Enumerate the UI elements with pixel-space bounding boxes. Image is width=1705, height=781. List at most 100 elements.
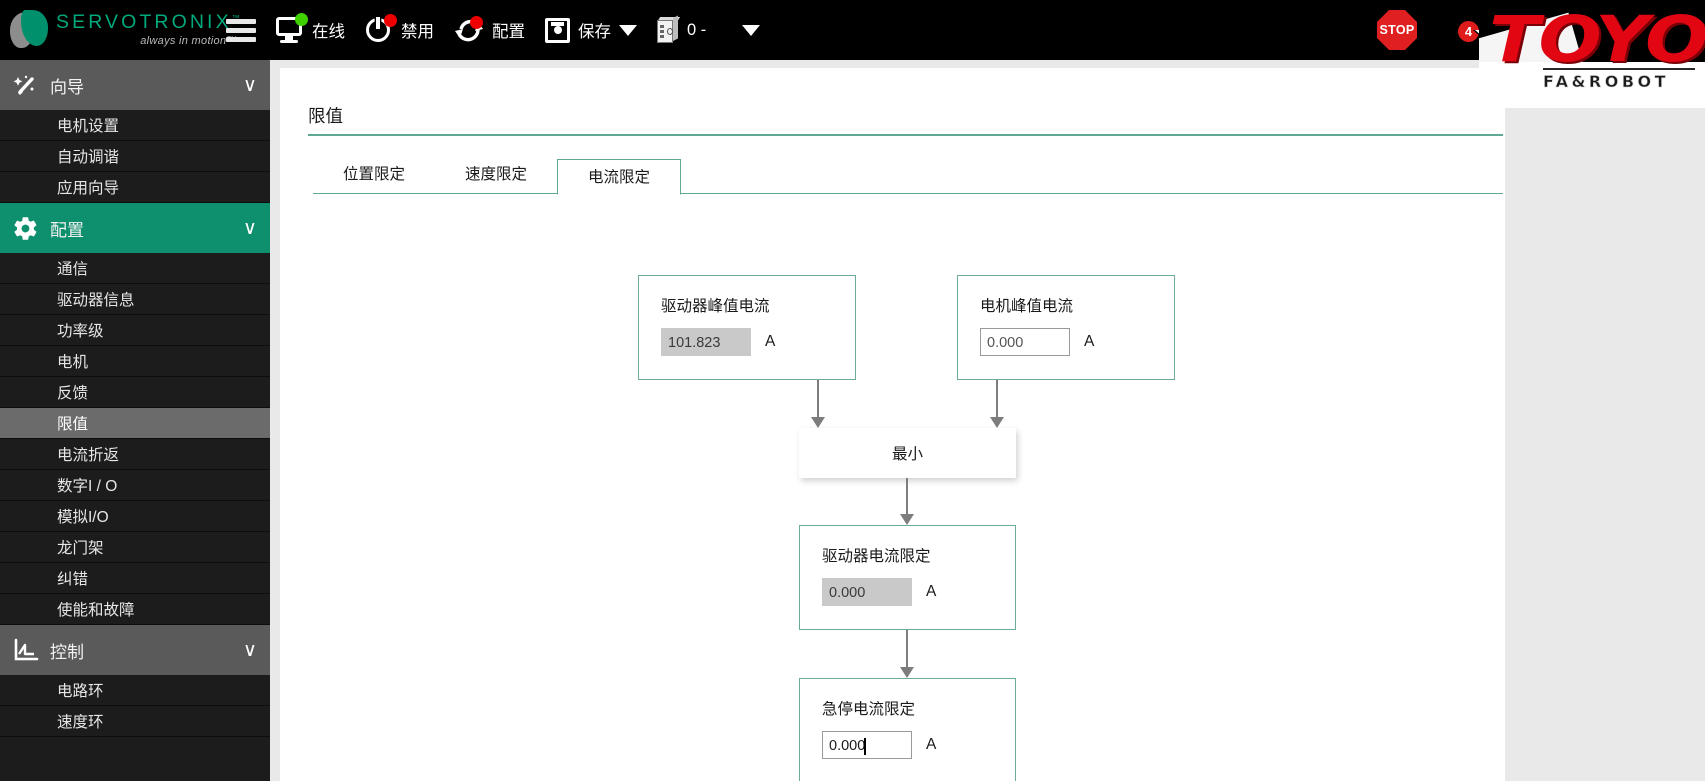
estop-current-limit-value: 0.000	[829, 738, 866, 754]
motor-peak-current-node: 电机峰值电流 0.000 A	[957, 275, 1175, 380]
sidebar-item-motor[interactable]: 电机	[0, 346, 270, 377]
save-label: 保存	[578, 23, 611, 41]
sidebar-item-label: 龙门架	[57, 540, 104, 557]
min-node: 最小	[799, 428, 1016, 478]
chevron-down-icon[interactable]	[619, 24, 637, 36]
estop-current-limit-input[interactable]: 0.000	[822, 731, 912, 759]
estop-current-limit-unit: A	[926, 736, 937, 753]
sidebar-item-label: 电流折返	[57, 447, 120, 464]
menu-toggle-button[interactable]	[216, 0, 266, 60]
sidebar-group-label: 控制	[50, 642, 84, 662]
motor-peak-current-label: 电机峰值电流	[980, 298, 1074, 315]
drive-current-limit-node: 驱动器电流限定 0.000 A	[799, 525, 1016, 630]
toyo-oem-logo: TOYO FA&ROBOT	[1479, 0, 1705, 108]
sidebar-item-label: 限值	[57, 416, 89, 433]
sidebar-item-label: 使能和故障	[57, 602, 135, 619]
sidebar-item-label: 功率级	[57, 323, 104, 340]
limits-panel: 限值 位置限定 速度限定 电流限定 驱动器峰值电流 101.823 A 电机峰值…	[280, 68, 1505, 781]
chevron-down-icon[interactable]: ∨	[243, 217, 257, 239]
sidebar-item-analog-io[interactable]: 模拟I/O	[0, 501, 270, 532]
drive-select-label: 0 -	[687, 20, 707, 39]
servotronix-logo: SERVOTRONIX™ always in motion™	[8, 9, 240, 51]
hamburger-icon	[226, 18, 256, 42]
drive-icon	[657, 15, 681, 43]
drive-current-limit-unit: A	[926, 583, 937, 600]
drive-dropdown-button[interactable]	[716, 0, 770, 60]
sidebar-item-enable-and-fault[interactable]: 使能和故障	[0, 594, 270, 625]
disable-button[interactable]: 禁用	[355, 0, 444, 60]
tab-label: 位置限定	[343, 166, 406, 183]
brand-name: SERVOTRONIX	[56, 11, 232, 34]
sidebar-group-configuration[interactable]: 配置 ∨	[0, 203, 270, 253]
sidebar-item-velocity-loop[interactable]: 速度环	[0, 706, 270, 737]
sidebar-group-label: 配置	[50, 220, 84, 240]
sidebar-item-power-stage[interactable]: 功率级	[0, 315, 270, 346]
sidebar-item-feedback[interactable]: 反馈	[0, 377, 270, 408]
page-title: 限值	[308, 106, 343, 126]
tab-position-limits[interactable]: 位置限定	[313, 157, 435, 193]
sidebar-item-limits[interactable]: 限值	[0, 408, 270, 439]
drive-peak-current-node: 驱动器峰值电流 101.823 A	[638, 275, 856, 380]
sidebar-item-drive-info[interactable]: 驱动器信息	[0, 284, 270, 315]
sidebar-item-label: 模拟I/O	[57, 509, 109, 526]
sidebar-item-label: 电机设置	[57, 118, 120, 135]
save-button[interactable]: 保存	[535, 0, 647, 60]
power-icon	[365, 14, 397, 44]
chevron-down-icon[interactable]: ∨	[243, 639, 257, 661]
sidebar-item-auto-tuning[interactable]: 自动调谐	[0, 141, 270, 172]
sidebar-item-communication[interactable]: 通信	[0, 253, 270, 284]
sidebar-item-label: 纠错	[57, 571, 89, 588]
min-node-label: 最小	[891, 446, 923, 463]
sidebar-item-label: 通信	[57, 261, 89, 278]
sidebar-item-label: 电机	[57, 354, 89, 371]
estop-current-limit-node: 急停电流限定 0.000 A	[799, 678, 1016, 781]
sidebar-item-error-correction[interactable]: 纠错	[0, 563, 270, 594]
drive-peak-current-value: 101.823	[668, 335, 721, 351]
sidebar-item-current-loop[interactable]: 电路环	[0, 675, 270, 706]
chevron-down-icon[interactable]	[742, 24, 761, 36]
sidebar-item-application-wizard[interactable]: 应用向导	[0, 172, 270, 203]
sidebar-item-label: 电路环	[57, 683, 104, 700]
motor-peak-current-input[interactable]: 0.000	[980, 328, 1070, 356]
monitor-icon	[276, 13, 308, 43]
tab-bar: 位置限定 速度限定 电流限定	[313, 157, 1503, 195]
title-divider	[308, 134, 1503, 136]
sidebar-item-label: 驱动器信息	[57, 292, 135, 309]
online-status-button[interactable]: 在线	[266, 0, 355, 60]
sidebar-item-label: 反馈	[57, 385, 89, 402]
tab-label: 速度限定	[465, 166, 528, 183]
drive-peak-current-label: 驱动器峰值电流	[661, 298, 770, 315]
configure-label: 配置	[492, 23, 525, 41]
gear-icon	[0, 215, 50, 242]
motor-peak-current-value: 0.000	[987, 335, 1024, 351]
tab-label: 电流限定	[588, 168, 651, 186]
wand-icon	[0, 72, 50, 98]
toyo-subtitle: FA&ROBOT	[1543, 72, 1670, 92]
sidebar-item-label: 数字I / O	[57, 478, 118, 495]
text-cursor	[864, 737, 866, 755]
chevron-down-icon[interactable]: ∨	[243, 74, 257, 96]
sidebar-nav: 向导 ∨ 电机设置 自动调谐 应用向导 配置 ∨ 通信 驱动器信息 功率级 电机…	[0, 60, 270, 781]
sidebar-item-gantry[interactable]: 龙门架	[0, 532, 270, 563]
sidebar-item-label: 自动调谐	[57, 149, 120, 166]
configure-button[interactable]: 配置	[444, 0, 535, 60]
estop-current-limit-label: 急停电流限定	[822, 701, 916, 718]
sidebar-group-control[interactable]: 控制 ∨	[0, 625, 270, 675]
disable-label: 禁用	[401, 23, 434, 41]
brand-tagline: always in motion™	[140, 34, 238, 47]
drive-current-limit-input: 0.000	[822, 578, 912, 606]
stop-button[interactable]: STOP	[1377, 10, 1417, 50]
trademark-symbol: ™	[232, 14, 240, 23]
tab-velocity-limits[interactable]: 速度限定	[435, 157, 557, 193]
tab-current-limits[interactable]: 电流限定	[557, 158, 682, 195]
sidebar-group-wizard[interactable]: 向导 ∨	[0, 60, 270, 110]
sidebar-item-label: 速度环	[57, 714, 104, 731]
sidebar-item-digital-io[interactable]: 数字I / O	[0, 470, 270, 501]
drive-select-button[interactable]: 0 -	[647, 0, 716, 60]
drive-peak-current-input: 101.823	[661, 328, 751, 356]
chart-icon	[0, 638, 50, 663]
sidebar-item-motor-setup[interactable]: 电机设置	[0, 110, 270, 141]
toyo-wordmark: TOYO	[1489, 3, 1705, 76]
sidebar-group-label: 向导	[50, 77, 84, 97]
sidebar-item-current-foldback[interactable]: 电流折返	[0, 439, 270, 470]
